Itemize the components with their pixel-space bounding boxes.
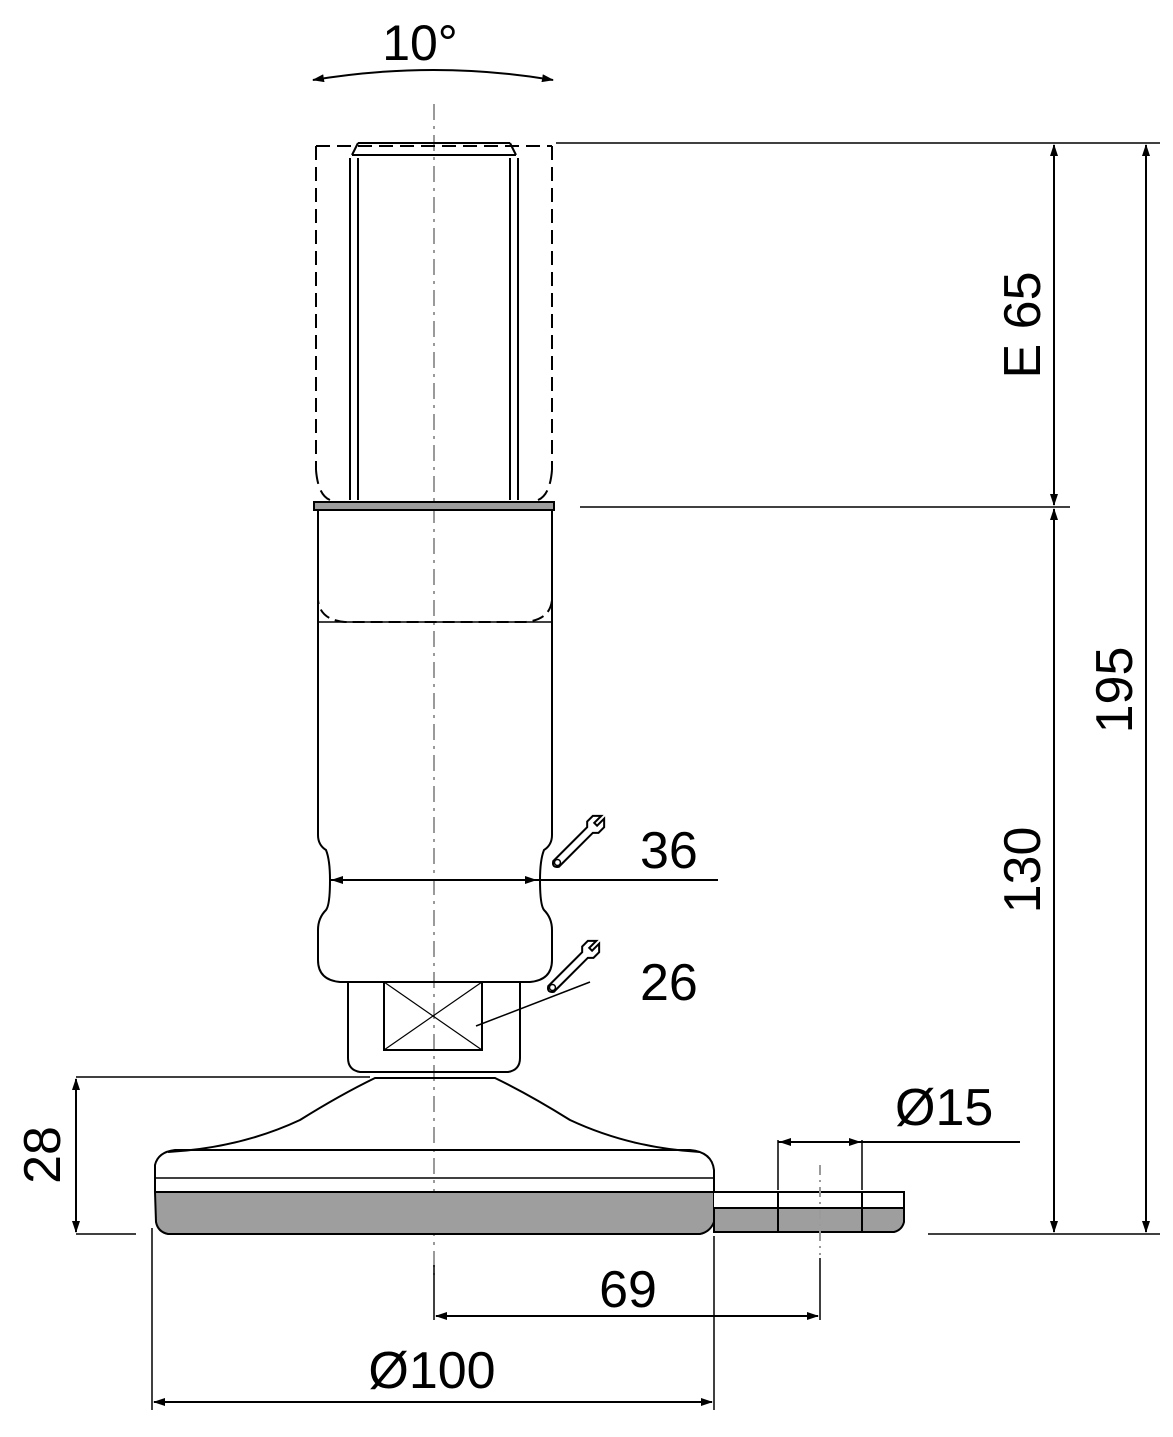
hole-offset-label: 69 — [599, 1261, 657, 1319]
body-height-label: 130 — [994, 827, 1052, 914]
tilt-angle-arc — [312, 69, 554, 83]
hex-neck — [347, 981, 521, 1073]
hole-diameter-label: Ø15 — [895, 1079, 993, 1137]
threaded-stem — [349, 142, 519, 500]
base-diameter-label: Ø100 — [368, 1342, 495, 1400]
base-height-label: 28 — [14, 1126, 72, 1184]
wrench-36-label: 36 — [640, 822, 698, 880]
wrench-icon — [552, 814, 606, 868]
total-height-label: 195 — [1086, 647, 1144, 734]
wrench-icon — [547, 939, 601, 993]
locking-ring — [313, 501, 555, 511]
stroke-label: E 65 — [994, 272, 1052, 379]
base-body — [154, 1149, 715, 1192]
extended-stem-hidden — [315, 145, 553, 501]
tilt-angle-label: 10° — [382, 15, 458, 71]
wrench-26-leader — [475, 981, 591, 1027]
base-dome — [167, 1077, 701, 1153]
rubber-pad — [153, 1191, 715, 1235]
wrench-26-label: 26 — [640, 954, 698, 1012]
mounting-tab — [713, 1191, 905, 1233]
